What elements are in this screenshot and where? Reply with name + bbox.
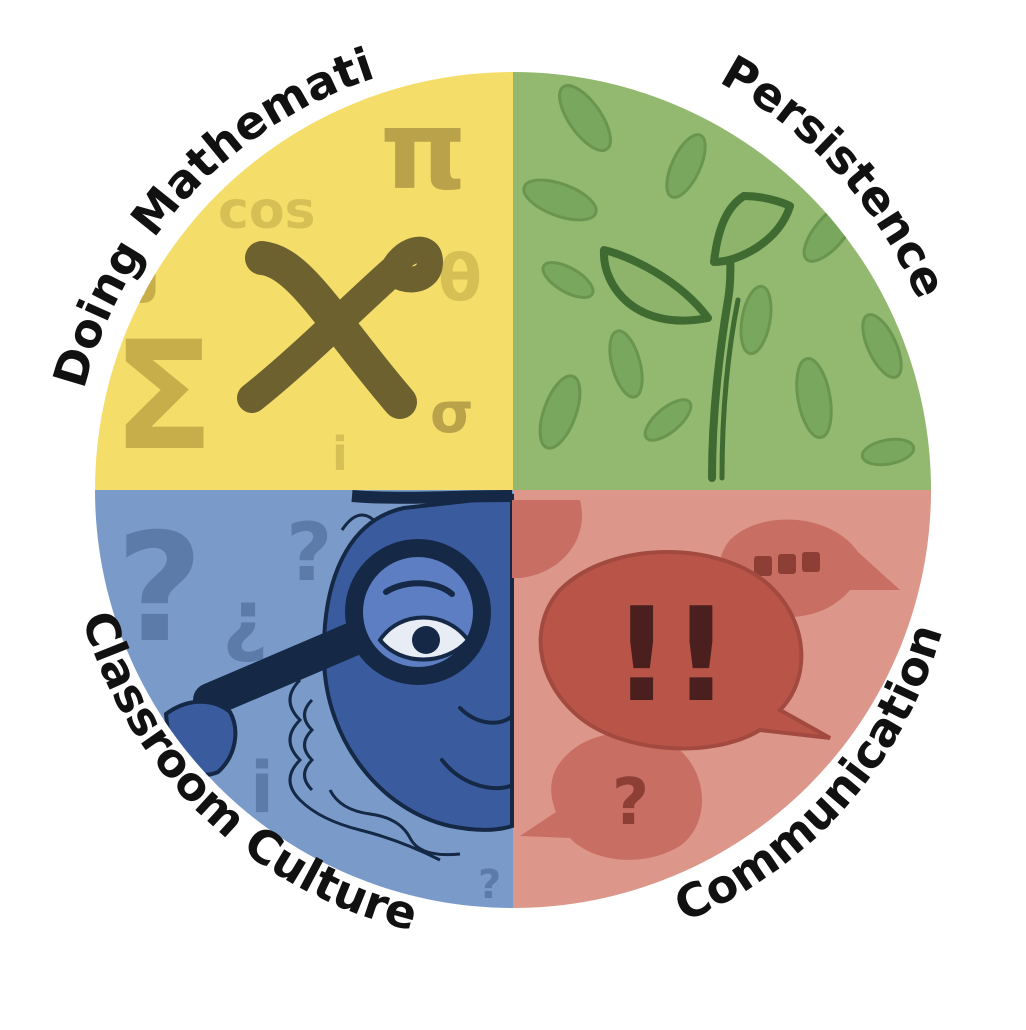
eyebrow	[383, 580, 455, 597]
big-x-symbol	[237, 236, 444, 419]
plant-group	[522, 84, 916, 482]
pi-symbol: π	[380, 86, 467, 214]
culture-i-symbol: i	[250, 747, 274, 829]
bubble-top-left	[512, 500, 582, 578]
cos-symbol: cos	[218, 181, 316, 241]
theta-symbol: θ	[438, 242, 482, 316]
sigma-upper-symbol: Σ	[112, 310, 214, 484]
communication-group: ? !!	[512, 500, 900, 860]
nose	[458, 706, 514, 725]
culture-group: ? ? ¿ i ?	[116, 490, 514, 908]
eye-pupil	[412, 626, 440, 654]
inverted-question-mark: ¿	[222, 572, 268, 665]
smile	[440, 758, 512, 791]
communication-question-mark: ?	[612, 766, 649, 840]
magnifier-handle	[193, 619, 377, 717]
question-mark-medium: ?	[286, 506, 332, 599]
math-i-symbol: i	[332, 427, 348, 481]
speech-bubble-exclaim	[538, 550, 831, 751]
math-symbols-group: π cos θ Σ σ i ʃ	[112, 86, 482, 484]
double-exclamation-mark: !!	[612, 579, 731, 731]
sigma-lower-symbol: σ	[430, 381, 474, 446]
question-mark-small: ?	[478, 862, 501, 908]
speech-bubble-question	[520, 732, 703, 860]
question-mark-large: ?	[116, 502, 203, 676]
background-leaves	[522, 84, 916, 467]
sprout-icon	[599, 192, 794, 482]
hairline	[351, 490, 513, 504]
